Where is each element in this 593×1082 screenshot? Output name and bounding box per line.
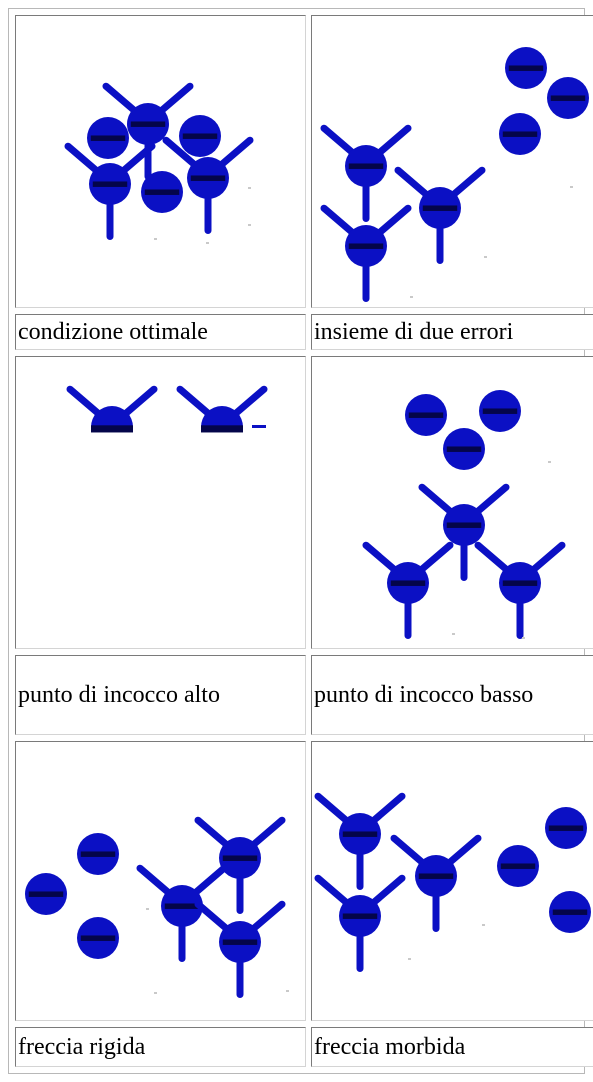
arrow-fletching-icon (394, 166, 486, 264)
arrow-fletching-icon (194, 900, 286, 998)
arrow-hit-icon (25, 873, 67, 915)
arrow-fletching-icon (418, 483, 510, 581)
arrow-group-high-nock-icon (66, 385, 268, 433)
arrow-hit-icon (179, 115, 221, 157)
arrow-fletching-icon (176, 385, 268, 433)
arrow-fletching-icon (320, 204, 412, 302)
arrow-hit-icon (405, 394, 447, 436)
arrow-fletching-icon (314, 874, 406, 972)
label-stiff-arrow: freccia rigida (18, 1034, 146, 1060)
label-cell-high-nock: punto di incocco alto (15, 655, 306, 735)
arrow-hit-icon (545, 807, 587, 849)
arrow-fletching-icon (474, 541, 566, 639)
arrow-hit-icon (87, 117, 129, 159)
label-high-nock: punto di incocco alto (18, 682, 220, 708)
results-table: condizione ottimale insieme di due error… (8, 8, 593, 1074)
arrow-hit-icon (479, 390, 521, 432)
arrow-fletching-icon (390, 834, 482, 932)
arrow-fletching-icon (320, 124, 412, 222)
label-two-errors: insieme di due errori (314, 319, 514, 345)
arrow-hit-icon (443, 428, 485, 470)
label-cell-soft-arrow: freccia morbida (311, 1027, 593, 1067)
arrow-hit-icon (505, 47, 547, 89)
label-cell-stiff-arrow: freccia rigida (15, 1027, 306, 1067)
label-optimal: condizione ottimale (18, 319, 208, 345)
arrow-fletching-icon (102, 82, 194, 180)
arrow-group-optimal-icon (64, 82, 254, 244)
label-cell-two-errors: insieme di due errori (311, 314, 593, 350)
arrow-group-soft-icon (314, 792, 591, 972)
image-cell-low-nock (311, 356, 593, 649)
image-cell-optimal (15, 15, 306, 308)
arrow-fletching-icon (314, 792, 406, 890)
label-low-nock: punto di incocco basso (314, 682, 534, 708)
label-cell-optimal: condizione ottimale (15, 314, 306, 350)
arrow-hit-icon (141, 171, 183, 213)
arrow-fletching-icon (66, 385, 158, 433)
arrow-group-stiff-icon (25, 816, 289, 998)
arrow-group-two-errors-icon (320, 47, 589, 302)
arrow-hit-icon (77, 917, 119, 959)
label-cell-low-nock: punto di incocco basso (311, 655, 593, 735)
arrow-hit-icon (549, 891, 591, 933)
label-soft-arrow: freccia morbida (314, 1034, 466, 1060)
image-cell-high-nock (15, 356, 306, 649)
arrow-hit-icon (547, 77, 589, 119)
arrow-fletching-icon (162, 136, 254, 234)
image-cell-stiff-arrow (15, 741, 306, 1021)
arrow-hit-icon (499, 113, 541, 155)
arrow-hit-icon (497, 845, 539, 887)
image-cell-two-errors (311, 15, 593, 308)
arrow-fletching-icon (194, 816, 286, 914)
arrow-hit-icon (77, 833, 119, 875)
arrow-group-low-nock-icon (362, 390, 566, 639)
arrow-fletching-icon (362, 541, 454, 639)
image-cell-soft-arrow (311, 741, 593, 1021)
arrow-fletching-icon (136, 864, 228, 962)
arrow-fletching-icon (64, 142, 156, 240)
